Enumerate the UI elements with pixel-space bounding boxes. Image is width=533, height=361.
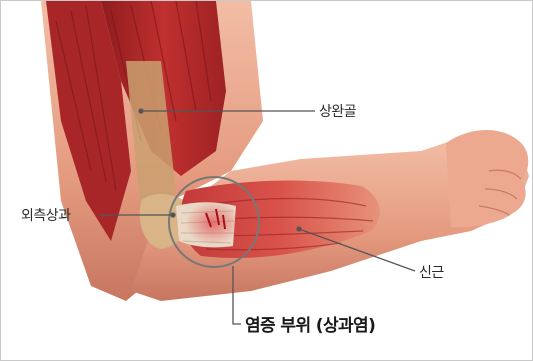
tendon-label: 신근 — [419, 266, 444, 280]
epicondyle-leader-dot — [170, 212, 175, 217]
humerus-label: 상완골 — [319, 105, 356, 119]
inflammation-highlight — [185, 201, 241, 245]
tendon-leader-dot — [296, 226, 301, 231]
lateral-epicondyle-label: 외측상과 — [21, 209, 71, 223]
inflammation-site-label: 염증 부위 (상과염) — [245, 318, 375, 335]
humerus-leader-dot — [138, 108, 143, 113]
hand — [446, 130, 528, 227]
